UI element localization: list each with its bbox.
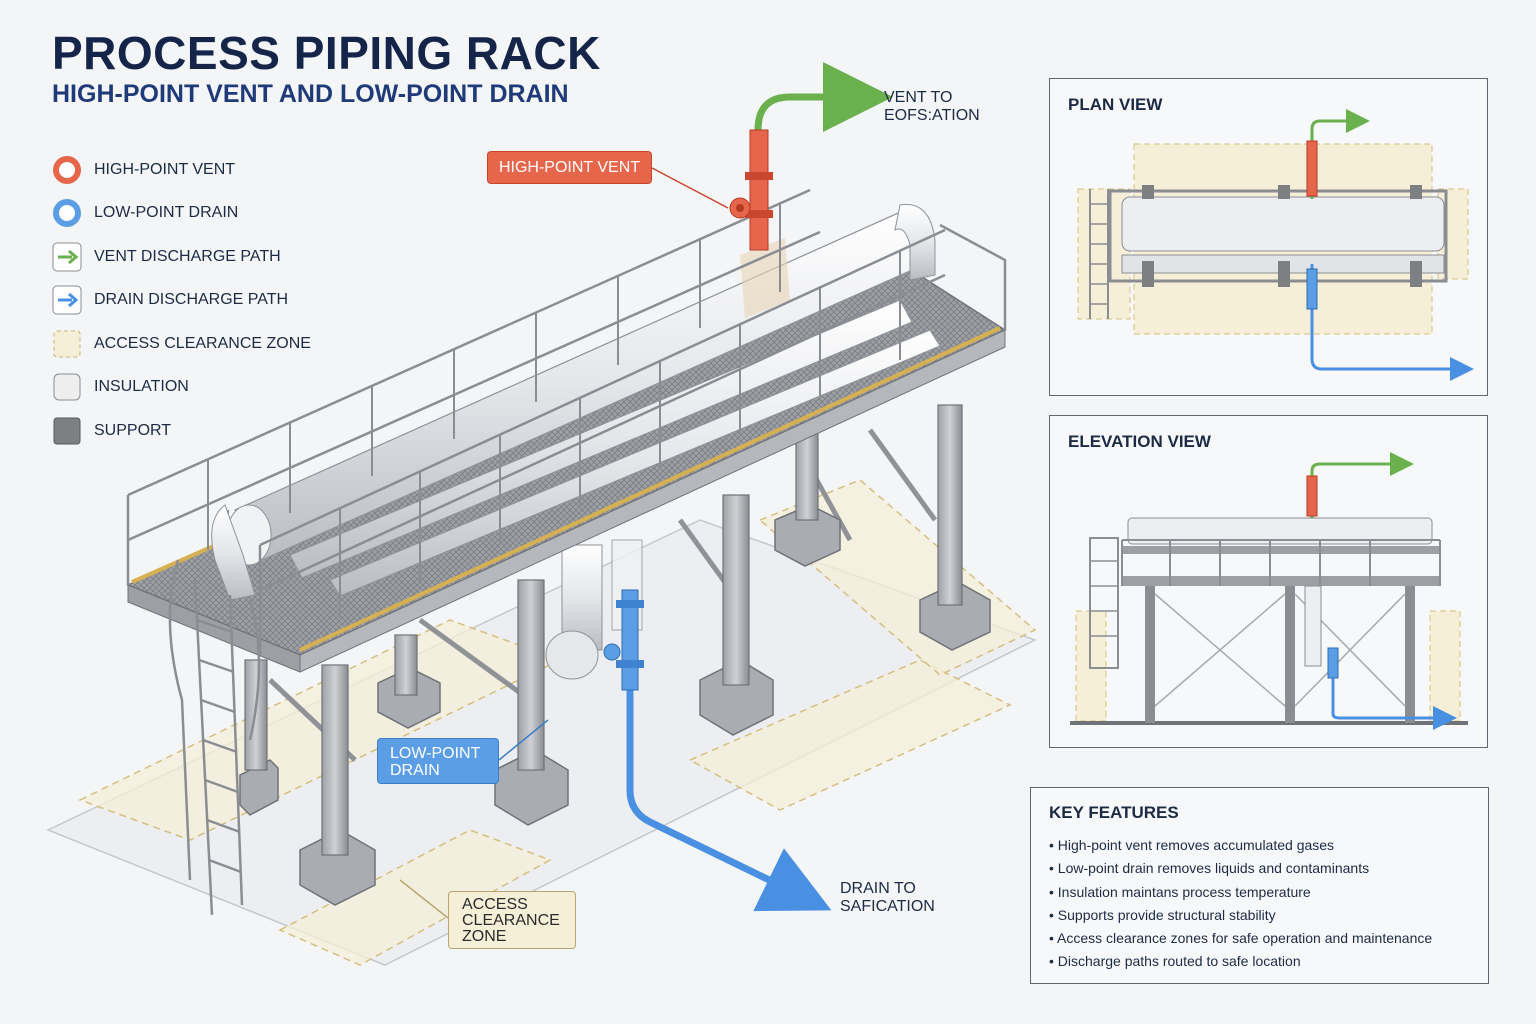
column-footings: [239, 504, 991, 906]
key-features-title: KEY FEATURES: [1049, 803, 1179, 822]
dashed-zone-icon: [52, 329, 82, 359]
feature-item: Access clearance zones for safe operatio…: [1049, 927, 1470, 950]
legend-label: SUPPORT: [94, 421, 172, 439]
high-point-vent-assembly: [729, 62, 893, 251]
legend-label: VENT DISCHARGE PATH: [94, 247, 281, 265]
feature-item: Supports provide structural stability: [1049, 904, 1470, 927]
access-clearance-callout: ACCESS CLEARANCE ZONE: [448, 891, 576, 949]
blue-arrow-icon: [52, 285, 82, 315]
legend-label: HIGH-POINT VENT: [94, 160, 236, 178]
low-point-drain-callout: LOW-POINT DRAIN: [377, 738, 499, 784]
blue-ring-icon: [52, 198, 82, 228]
legend-item-high-point-vent: HIGH-POINT VENT: [52, 148, 332, 192]
access-ladder: [168, 559, 261, 916]
drop-leg-pipe: [545, 539, 643, 680]
access-callout-leader: [399, 879, 449, 919]
legend-label: ACCESS CLEARANCE ZONE: [94, 334, 311, 352]
elevation-view-drawing: [1070, 452, 1468, 730]
key-features-box: KEY FEATURES High-point vent removes acc…: [1030, 787, 1489, 984]
feature-item: High-point vent removes accumulated gase…: [1049, 834, 1470, 857]
green-arrow-icon: [52, 242, 82, 272]
plan-view-panel: PLAN VIEW: [1049, 78, 1488, 396]
feature-item: Discharge paths routed to safe location: [1049, 950, 1470, 973]
support-swatch-icon: [52, 416, 82, 446]
legend-label: DRAIN DISCHARGE PATH: [94, 291, 289, 309]
page-subtitle: HIGH-POINT VENT AND LOW-POINT DRAIN: [52, 80, 569, 108]
legend: HIGH-POINT VENT LOW-POINT DRAIN VENT DIS…: [52, 148, 332, 453]
page-title: PROCESS PIPING RACK: [52, 27, 601, 79]
insulated-pipes: [211, 203, 941, 601]
feature-item: Low-point drain removes liquids and cont…: [1049, 857, 1470, 880]
legend-item-support: SUPPORT: [52, 409, 332, 453]
drain-callout-leader: [498, 719, 549, 761]
guardrails: [126, 188, 1007, 655]
low-point-drain-assembly: [603, 589, 832, 912]
legend-item-drain-discharge-path: DRAIN DISCHARGE PATH: [52, 279, 332, 323]
red-ring-icon: [52, 155, 82, 185]
piping-rack-illustration: [46, 62, 1037, 966]
legend-item-access-clearance-zone: ACCESS CLEARANCE ZONE: [52, 322, 332, 366]
legend-label: LOW-POINT DRAIN: [94, 204, 239, 222]
vent-callout-leader: [651, 167, 729, 209]
drain-destination-label: DRAIN TO SAFICATION: [840, 880, 935, 915]
high-point-vent-callout: HIGH-POINT VENT: [487, 151, 652, 184]
guardrail-posts: [207, 202, 901, 618]
plan-view-title: PLAN VIEW: [1068, 95, 1163, 114]
elevation-view-panel: ELEVATION VIEW: [1049, 415, 1488, 748]
insulation-swatch-icon: [52, 372, 82, 402]
rack-columns: [244, 404, 963, 856]
legend-item-vent-discharge-path: VENT DISCHARGE PATH: [52, 235, 332, 279]
elevation-view-title: ELEVATION VIEW: [1068, 432, 1211, 451]
legend-label: INSULATION: [94, 378, 189, 396]
vent-destination-label: VENT TO EOFS:ATION: [884, 89, 980, 124]
legend-item-insulation: INSULATION: [52, 366, 332, 410]
legend-item-low-point-drain: LOW-POINT DRAIN: [52, 192, 332, 236]
feature-item: Insulation maintans process temperature: [1049, 881, 1470, 904]
plan-view-drawing: [1077, 109, 1474, 381]
